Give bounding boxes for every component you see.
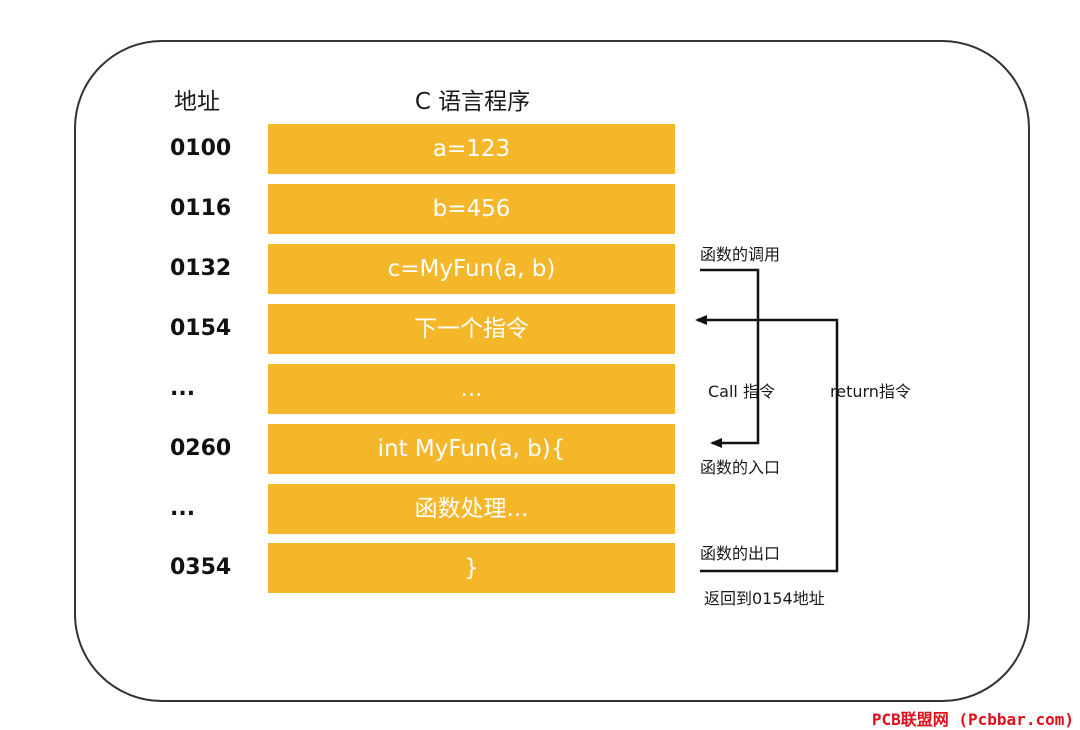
return-instruction-label: return指令 [830, 382, 911, 401]
code-cell: int MyFun(a, b){ [268, 424, 675, 474]
call-instruction-label: Call 指令 [708, 382, 775, 401]
return-arrow [695, 315, 839, 573]
program-column-header: C 语言程序 [414, 89, 531, 115]
code-cell: } [268, 543, 675, 593]
code-cell: 函数处理... [268, 484, 675, 534]
address-cell: ... [170, 376, 196, 401]
address-cell: 0132 [170, 256, 232, 281]
call-arrow [700, 268, 760, 448]
function-entry-label: 函数的入口 [700, 458, 781, 477]
function-exit-label: 函数的出口 [700, 544, 781, 563]
code-cell: c=MyFun(a, b) [268, 244, 675, 294]
code-cell: a=123 [268, 124, 675, 174]
address-cell: 0116 [170, 196, 232, 221]
code-cell: ... [268, 364, 675, 414]
code-cell: 下一个指令 [268, 304, 675, 354]
address-cell: 0154 [170, 316, 232, 341]
address-cell: 0100 [170, 136, 232, 161]
call-site-label: 函数的调用 [700, 245, 781, 264]
address-cell: 0354 [170, 555, 232, 580]
diagram-frame [74, 40, 1030, 702]
return-target-label: 返回到0154地址 [704, 589, 825, 608]
address-column-header: 地址 [174, 89, 220, 115]
address-cell: 0260 [170, 436, 232, 461]
address-cell: ... [170, 496, 196, 521]
watermark: PCB联盟网 (Pcbbar.com) [871, 710, 1074, 729]
code-cell: b=456 [268, 184, 675, 234]
